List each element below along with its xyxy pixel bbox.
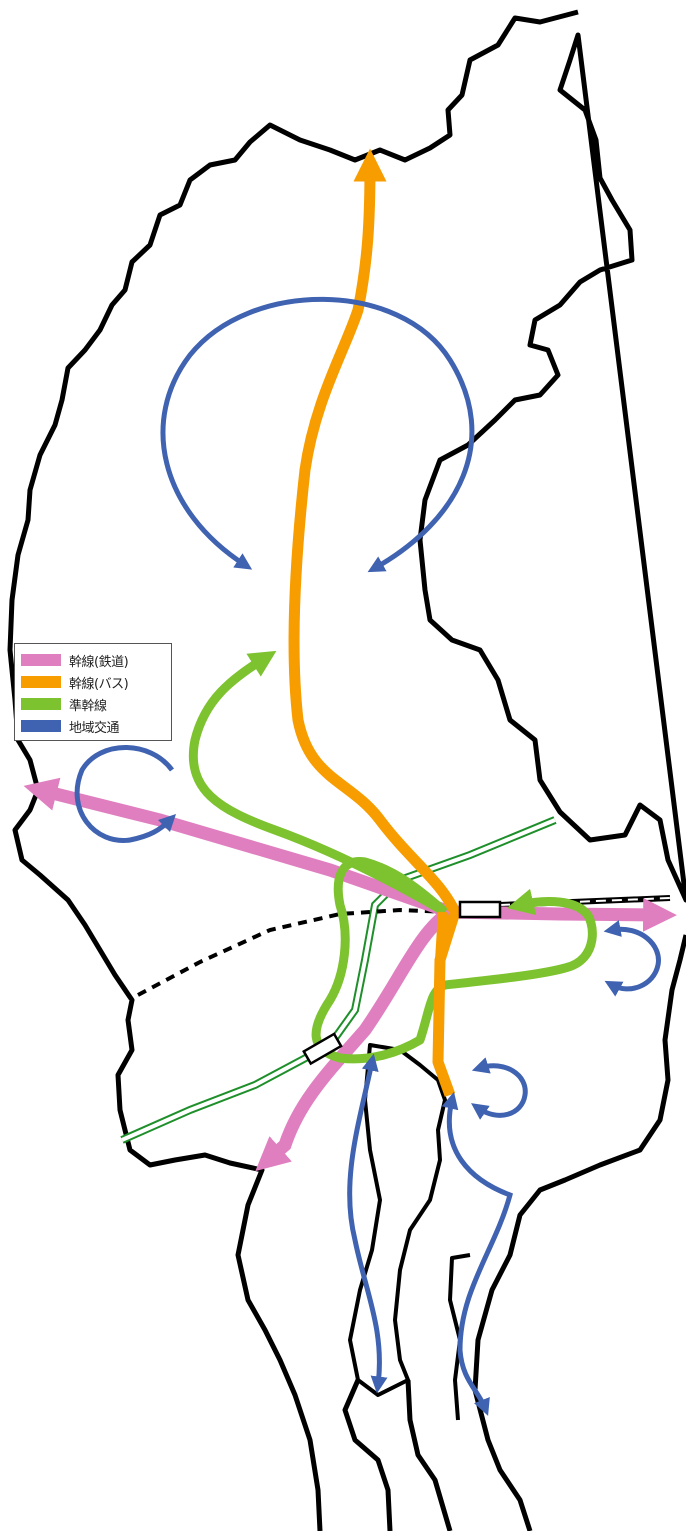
- legend-item-trunk-rail: 幹線(鉄道): [21, 649, 165, 671]
- local-loop-west: [74, 745, 177, 843]
- legend-swatch: [21, 654, 61, 666]
- local-route-south-1: [347, 1053, 388, 1394]
- station-central: [458, 900, 502, 919]
- trunk-rail-southwest: [255, 906, 454, 1172]
- local-loop-north: [160, 296, 475, 573]
- rail-line: [120, 816, 557, 1144]
- region-boundary: [7, 9, 686, 1531]
- legend-item-local: 地域交通: [21, 715, 165, 737]
- legend-label: 幹線(バス): [69, 676, 129, 692]
- local-loop-south-east: [471, 1057, 528, 1120]
- legend-item-trunk-bus: 幹線(バス): [21, 671, 165, 693]
- legend-swatch: [21, 720, 61, 732]
- legend-label: 幹線(鉄道): [69, 654, 129, 670]
- trunk-rail-west: [23, 777, 453, 919]
- legend-label: 地域交通: [69, 720, 120, 736]
- legend-swatch: [21, 676, 61, 688]
- station-southwest: [302, 1032, 343, 1066]
- legend-item-sub-trunk: 準幹線: [21, 693, 165, 715]
- dashed-rail-east-inner: [499, 897, 671, 906]
- sub-trunk-northwest-loop: [188, 650, 448, 916]
- trunk-bus-branch: [435, 911, 448, 961]
- dashed-boundary-line: [137, 907, 451, 997]
- local-route-south-2: [441, 1091, 514, 1416]
- legend-label: 準幹線: [69, 698, 107, 714]
- local-loop-east: [603, 920, 661, 997]
- legend: 幹線(鉄道) 幹線(バス) 準幹線 地域交通: [14, 643, 172, 741]
- legend-swatch: [21, 698, 61, 710]
